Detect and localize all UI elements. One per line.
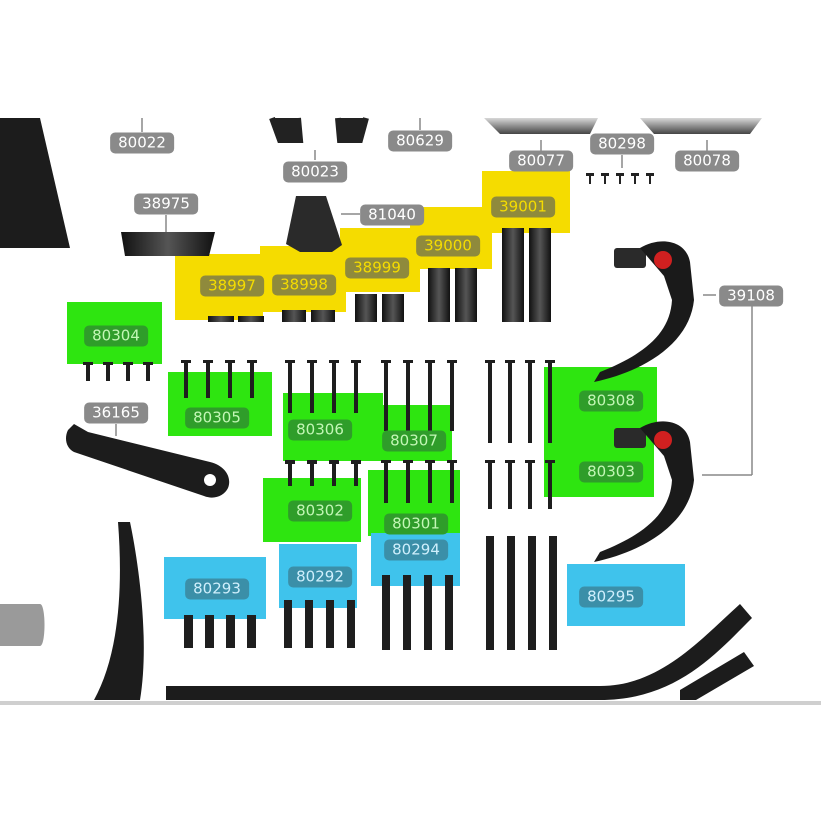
part-label-80307[interactable]: 80307 [382,430,446,452]
brake-lever-lower-39108 [594,421,694,562]
part-label-80023[interactable]: 80023 [283,161,347,183]
stem-80023 [269,116,369,143]
part-label-39001[interactable]: 39001 [491,196,555,218]
part-label-80078[interactable]: 80078 [675,150,739,172]
part-label-38975[interactable]: 38975 [134,193,198,215]
bolts-80308 [485,360,555,443]
bolts-80302 [285,460,361,486]
bolts-80295 [486,536,557,650]
part-label-38998[interactable]: 38998 [272,274,336,296]
bolts-80303 [485,460,555,509]
part-label-38999[interactable]: 38999 [345,257,409,279]
part-label-80292[interactable]: 80292 [288,566,352,588]
bolts-80305 [181,360,257,398]
spacer-39000-a [428,268,450,322]
tool-36165 [66,424,230,498]
bolts-80301 [381,460,457,503]
spacer-38998-b [311,310,335,322]
brake-lever-upper-39108 [594,241,694,382]
spacer-38997-b [238,316,264,322]
part-label-80298[interactable]: 80298 [590,133,654,155]
pad-80078 [640,118,762,134]
part-label-81040[interactable]: 81040 [360,204,424,226]
bracket-81040 [286,196,342,252]
page-divider [0,701,821,705]
part-label-38997[interactable]: 38997 [200,275,264,297]
part-label-80306[interactable]: 80306 [288,419,352,441]
bolts-80306 [285,360,361,413]
spacer-39001-b [529,228,551,322]
part-label-36165[interactable]: 36165 [84,402,148,424]
bolts-80293 [184,615,256,648]
tube-38975 [121,232,215,256]
extension-bar-left [94,522,144,700]
part-label-80308[interactable]: 80308 [579,390,643,412]
screws-80298 [586,173,654,184]
part-label-80022[interactable]: 80022 [110,132,174,154]
part-label-39000[interactable]: 39000 [416,235,480,257]
spacer-38998-a [282,310,306,322]
leader-lines [115,118,753,476]
spacer-39000-b [455,268,477,322]
spacer-38999-a [355,294,377,322]
bolts-80292 [284,600,355,648]
extension-bar-right [680,652,754,700]
pad-80077 [484,118,598,134]
part-label-80293[interactable]: 80293 [185,578,249,600]
part-label-80295[interactable]: 80295 [579,586,643,608]
part-label-80301[interactable]: 80301 [384,513,448,535]
spacer-38999-b [382,294,404,322]
bar-80022 [0,118,70,248]
extension-bar-bottom [166,604,752,700]
part-label-39108[interactable]: 39108 [719,285,783,307]
spacer-39001-a [502,228,524,322]
part-label-80629[interactable]: 80629 [388,130,452,152]
part-label-80304[interactable]: 80304 [84,325,148,347]
part-label-80302[interactable]: 80302 [288,500,352,522]
part-label-80305[interactable]: 80305 [185,407,249,429]
tool-hole-36165 [204,474,216,486]
bolts-80304 [83,362,153,381]
part-label-80303[interactable]: 80303 [579,461,643,483]
part-label-80077[interactable]: 80077 [509,150,573,172]
spacer-38997-a [208,316,234,322]
part-label-80294[interactable]: 80294 [384,539,448,561]
bolts-80294 [382,575,453,650]
armrest-plate [0,604,45,646]
bolts-80307 [381,360,457,431]
